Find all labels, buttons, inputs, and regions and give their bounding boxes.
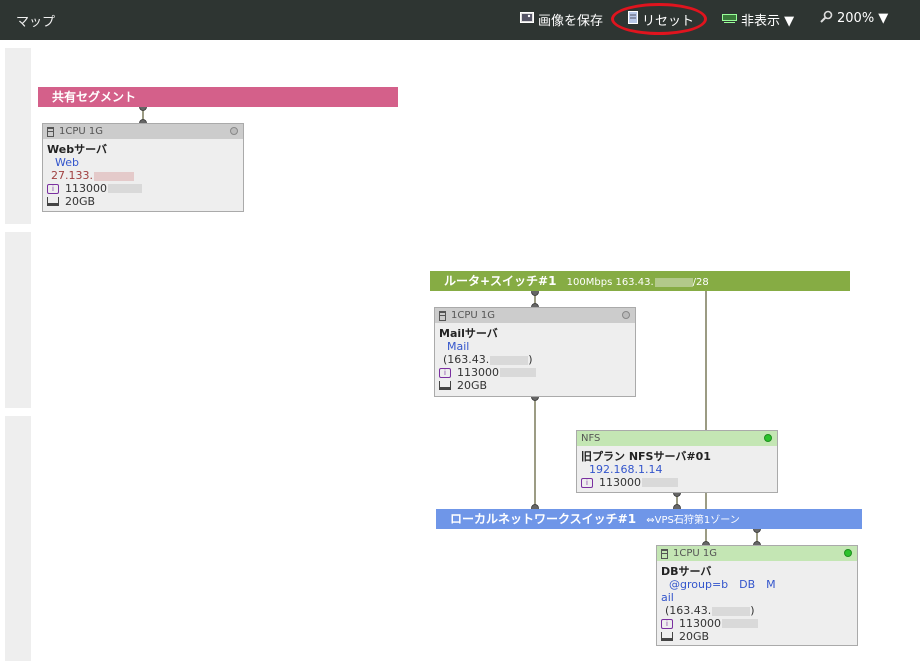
server-spec: 1CPU 1G xyxy=(451,310,495,321)
server-tag-continued: ail xyxy=(661,591,674,604)
shared-segment-label: 共有セグメント xyxy=(52,90,137,104)
server-header: 1CPU 1G xyxy=(435,308,635,323)
server-ip: (163.43.) xyxy=(443,353,533,366)
page-title: マップ xyxy=(16,15,56,30)
server-ip: (163.43.) xyxy=(665,604,755,617)
status-on-icon xyxy=(764,434,772,442)
server-tag: Web xyxy=(55,156,79,169)
status-off-icon xyxy=(230,127,238,135)
shared-segment-bar[interactable]: 共有セグメント xyxy=(38,87,398,107)
server-tag: @group=b DB M xyxy=(669,578,776,591)
save-image-label: 画像を保存 xyxy=(538,14,604,29)
server-icon xyxy=(439,310,446,321)
save-image-button[interactable]: 画像を保存 xyxy=(520,10,603,29)
server-name: Mailサーバ xyxy=(439,327,498,340)
disk-icon xyxy=(47,197,59,206)
router-switch-bar[interactable]: ルータ+スイッチ#1 100Mbps 163.43./28 xyxy=(430,271,850,291)
server-name: 旧プラン NFSサーバ#01 xyxy=(581,450,711,463)
local-switch-label: ローカルネットワークスイッチ#1 xyxy=(450,512,637,526)
zoom-dropdown[interactable]: 200% ▼ xyxy=(820,10,888,27)
canvas-gutter xyxy=(5,232,31,408)
server-ip: 27.133. xyxy=(47,169,239,182)
storage-row: 20GB xyxy=(661,630,853,643)
disk-icon xyxy=(439,381,451,390)
memory-icon: i xyxy=(661,618,673,629)
storage-row: 20GB xyxy=(439,379,631,392)
server-icon xyxy=(661,548,668,559)
router-switch-label: ルータ+スイッチ#1 xyxy=(444,274,557,288)
server-spec: 1CPU 1G xyxy=(673,548,717,559)
memory-icon xyxy=(722,12,737,27)
status-on-icon xyxy=(844,549,852,557)
server-header: 1CPU 1G xyxy=(43,124,243,139)
local-switch-bar[interactable]: ローカルネットワークスイッチ#1 ⇔VPS石狩第1ゾーン xyxy=(436,509,862,529)
disk-icon xyxy=(661,632,673,641)
zoom-label: 200% ▼ xyxy=(837,11,889,26)
top-bar: マップ 画像を保存 リセット 非表示 ▼ 200% ▼ xyxy=(0,0,920,40)
server-card-db[interactable]: 1CPU 1G DBサーバ @group=b DB M ail (163.43.… xyxy=(656,545,858,646)
hide-dropdown[interactable]: 非表示 ▼ xyxy=(722,10,794,29)
server-tag: Mail xyxy=(447,340,470,353)
canvas-gutter xyxy=(5,416,31,661)
server-icon xyxy=(47,126,54,137)
status-off-icon xyxy=(622,311,630,319)
server-name: DBサーバ xyxy=(661,565,712,578)
local-switch-zone: ⇔VPS石狩第1ゾーン xyxy=(646,515,740,526)
storage-row: 20GB xyxy=(47,195,239,208)
server-ip: 192.168.1.14 xyxy=(589,463,663,476)
hide-label: 非表示 ▼ xyxy=(741,14,795,29)
magnifier-icon xyxy=(820,10,833,27)
server-header: NFS xyxy=(577,431,777,446)
server-name: Webサーバ xyxy=(47,143,107,156)
memory-icon: i xyxy=(47,183,59,194)
image-icon xyxy=(520,12,534,27)
router-switch-detail: 100Mbps 163.43./28 xyxy=(566,277,709,288)
canvas-gutter xyxy=(5,48,31,224)
server-header: 1CPU 1G xyxy=(657,546,857,561)
highlight-ring xyxy=(611,3,707,35)
server-spec: 1CPU 1G xyxy=(59,126,103,137)
server-spec: NFS xyxy=(581,433,601,444)
memory-icon: i xyxy=(581,477,593,488)
memory-icon: i xyxy=(439,367,451,378)
